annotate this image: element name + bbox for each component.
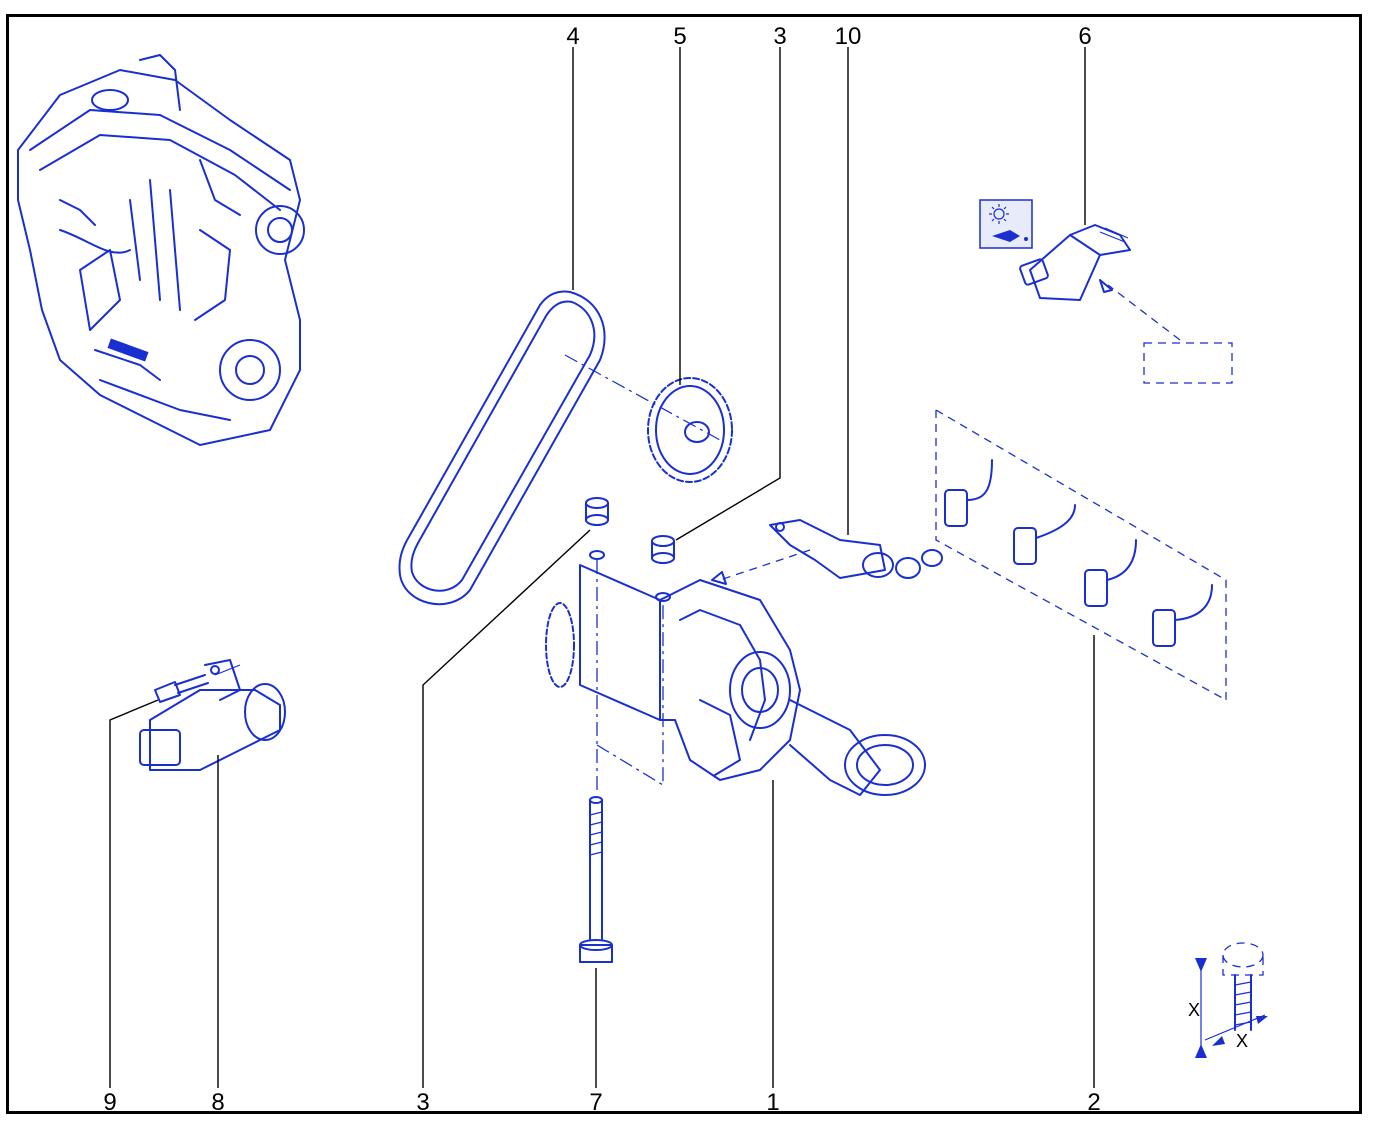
- centering-sleeve-right: [651, 535, 675, 564]
- solenoid-bolt: [154, 674, 209, 703]
- oil-pump-bolt: [579, 796, 613, 963]
- callout-6: 6: [1078, 23, 1091, 50]
- torque-bolt-icon: [1195, 942, 1268, 1058]
- callout-3-top: 3: [773, 23, 786, 50]
- diagram-frame: [6, 14, 1362, 1114]
- oil-solenoid-valve: [139, 659, 286, 771]
- piston-cooling-jets: [935, 409, 1227, 701]
- oil-pressure-switch: [1019, 224, 1233, 384]
- callout-2: 2: [1087, 1089, 1100, 1116]
- callout-8: 8: [211, 1089, 224, 1116]
- callout-1: 1: [766, 1089, 779, 1116]
- callout-4: 4: [566, 23, 579, 50]
- torque-label-vertical: X: [1188, 1000, 1200, 1020]
- callout-3-bottom: 3: [416, 1089, 429, 1116]
- centering-sleeve-left: [585, 497, 609, 526]
- callout-7: 7: [589, 1089, 602, 1116]
- leader-lines: [109, 47, 1095, 1088]
- gasket-and-o-rings: [711, 519, 943, 585]
- oil-pressure-warning-icon: [979, 199, 1033, 249]
- callout-9: 9: [103, 1089, 116, 1116]
- oil-pump: [545, 550, 926, 796]
- timing-chain: [398, 290, 721, 606]
- callout-10: 10: [835, 23, 862, 50]
- torque-label-horizontal: X: [1236, 1031, 1248, 1051]
- callout-5: 5: [673, 23, 686, 50]
- oil-pump-sprocket: [647, 377, 733, 483]
- engine-overview-illustration: [17, 54, 305, 446]
